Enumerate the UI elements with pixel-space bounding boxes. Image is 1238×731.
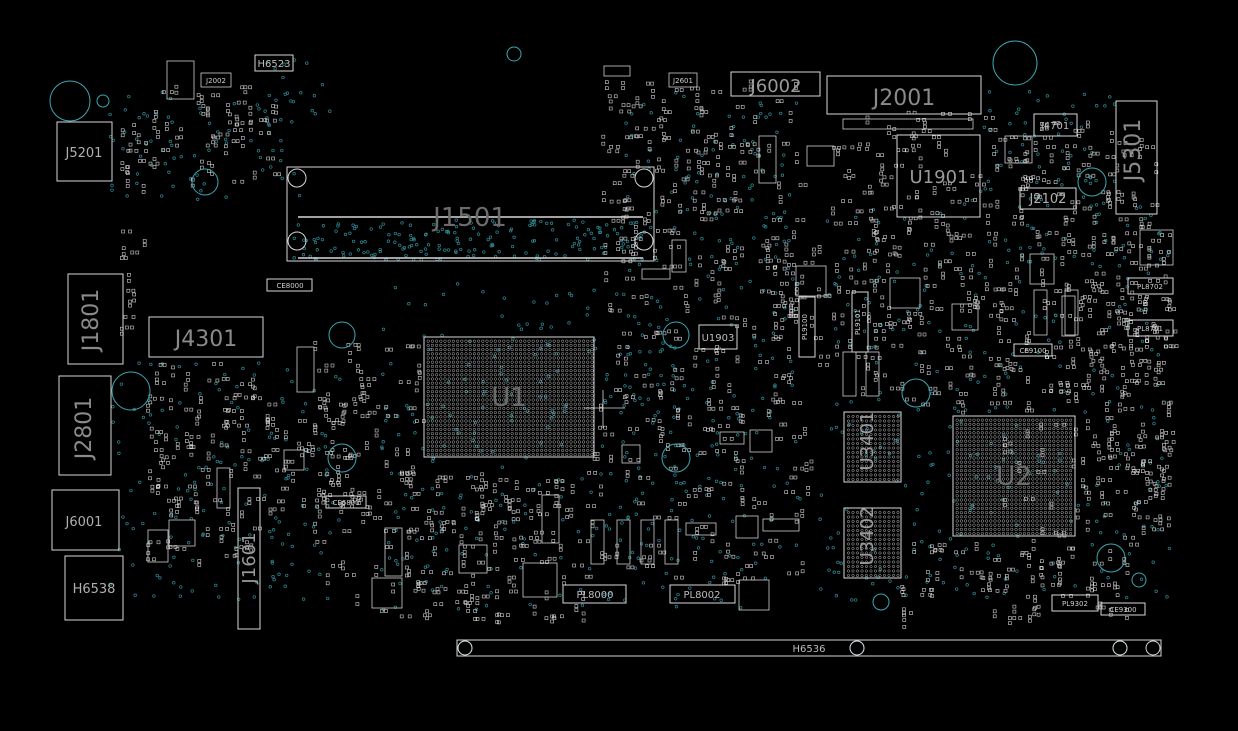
connector-j4301: J4301 [148,316,264,358]
chip-u1901: U1901 [896,134,981,218]
inductor-pl8002: PL8002 [669,584,736,604]
connector-j5301: J5301 [1115,100,1158,215]
connector-j1801: J1801 [67,273,124,365]
chip-u1: U1 [423,336,625,458]
label-ce9100: CE9100 [1019,347,1046,355]
inductor-pl8701: PL8701 [1127,319,1174,337]
label-j1501: J1501 [431,203,507,233]
label-u1903: U1903 [702,333,735,344]
inductor-pl9101: PL9101 [851,291,869,353]
hole-h6538: H6538 [64,555,124,621]
label-j1601: J1601 [239,532,260,584]
connector-j2102: J2102 [1019,187,1077,210]
label-j1801: J1801 [79,289,104,353]
connector-j6001: J6001 [51,489,120,551]
inductor-pl9100: PL9100 [798,296,816,358]
label-u3401: U3401 [857,412,878,471]
label-j4701: J4701 [1040,121,1069,132]
inductor-pl9302: PL9302 [1051,594,1099,612]
label-u1901: U1901 [910,167,969,188]
hole-h6523: H6523 [254,54,294,72]
connector-j1601: J1601 [237,487,261,630]
mounting-holes [49,40,1147,656]
connector-j2001: J2001 [826,75,982,130]
label-h6538: H6538 [73,582,116,597]
capacitor-ce6800: CE6800 [325,495,367,509]
capacitor-ce9300: CE9300 [1100,602,1146,616]
label-j2001: J2001 [871,86,935,111]
label-h6536: H6536 [793,644,826,655]
chip-u3402: U3402 [843,507,902,579]
label-j2002: J2002 [205,77,226,85]
chip-u1903: U1903 [698,324,738,350]
label-pl9100: PL9100 [801,314,809,340]
inductor-pl8702: PL8702 [1127,277,1174,295]
capacitor-ce9100: CE9100 [1013,343,1053,357]
label-j2102: J2102 [1029,192,1067,207]
label-j4301: J4301 [173,327,237,352]
label-j5301: J5301 [1121,119,1146,183]
chip-u2: U2 [952,415,1076,537]
chip-u3401: U3401 [843,411,902,483]
label-pl9302: PL9302 [1062,600,1088,608]
inductor-pl8000: PL8000 [562,584,627,604]
hole-h6536: H6536 [456,639,1162,657]
label-pl8000: PL8000 [576,590,613,601]
capacitor-ce8000: CE8000 [266,278,313,292]
label-pl8701: PL8701 [1137,325,1163,333]
label-j2801: J2801 [72,397,97,461]
label-pl8702: PL8702 [1137,283,1163,291]
label-h6523: H6523 [258,59,291,70]
connector-j2801: J2801 [58,375,112,476]
connector-j2002: J2002 [166,60,232,100]
connector-j1501: J1501 [286,166,655,262]
label-j6001: J6001 [65,515,103,530]
small-component-field [120,79,1179,629]
connector-j4701: J4701 [1033,113,1078,137]
label-u3402: U3402 [857,507,878,566]
label-u2: U2 [996,462,1032,492]
label-ce8000: CE8000 [276,282,303,290]
label-j6002: J6002 [749,76,801,97]
label-pl8002: PL8002 [683,590,720,601]
label-ce6800: CE6800 [332,499,359,507]
component-outlines [147,65,1174,611]
label-u1: U1 [491,383,527,413]
connector-j6002: J6002 [730,71,821,97]
label-j2601: J2601 [672,77,693,85]
label-pl9101: PL9101 [854,309,862,335]
connector-j2601: J2601 [668,72,698,88]
label-ce9300: CE9300 [1109,606,1136,614]
connector-j5201: J5201 [56,121,113,182]
label-j5201: J5201 [65,146,103,161]
